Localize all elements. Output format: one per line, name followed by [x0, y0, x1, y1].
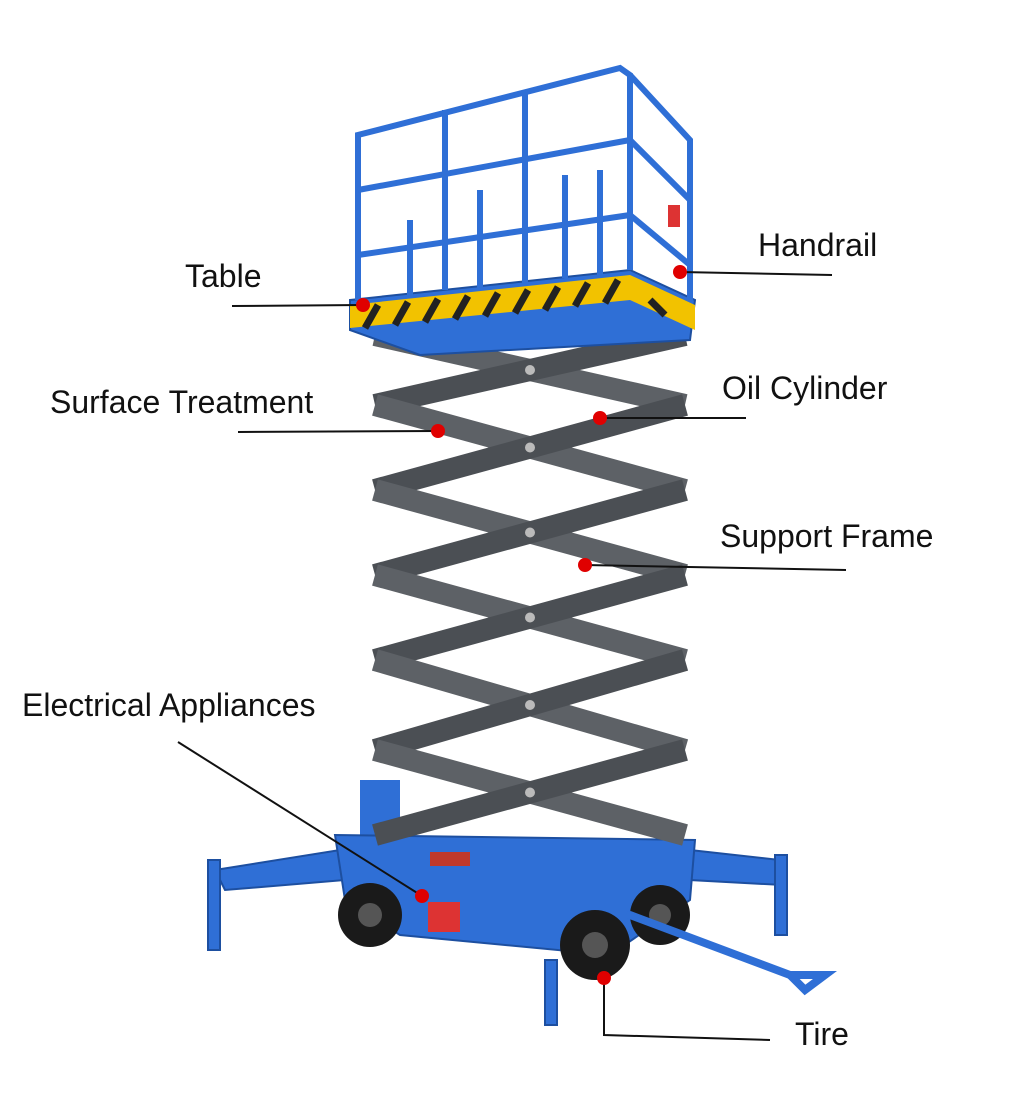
- marker-support-frame: [578, 558, 592, 572]
- handrail-frame: [355, 64, 693, 300]
- control-box: [668, 205, 680, 227]
- scissor-arms: [371, 324, 689, 846]
- electrical-box-sticker: [428, 902, 460, 932]
- marker-tire: [597, 971, 611, 985]
- label-handrail: Handrail: [758, 227, 878, 263]
- label-surface-treatment: Surface Treatment: [50, 384, 314, 420]
- scissor-pin: [525, 527, 535, 538]
- marker-handrail: [673, 265, 687, 279]
- label-support-frame: Support Frame: [720, 518, 934, 554]
- scissor-pin: [525, 442, 535, 453]
- scissor-pin: [525, 787, 535, 798]
- marker-table: [356, 298, 370, 312]
- label-tire: Tire: [795, 1016, 849, 1052]
- leader-line-electrical-appliances: [177, 741, 423, 897]
- label-electrical-appliances: Electrical Appliances: [22, 687, 316, 723]
- leader-line-handrail: [679, 271, 833, 276]
- leader-line-tire: [603, 978, 771, 1041]
- label-table: Table: [185, 258, 262, 294]
- leader-line-table: [231, 304, 364, 307]
- scissor-pin: [525, 700, 535, 710]
- label-oil-cylinder: Oil Cylinder: [722, 370, 888, 406]
- leader-line-support-frame: [584, 564, 847, 571]
- marker-electrical-appliances: [415, 889, 429, 903]
- tow-handle: [626, 911, 837, 996]
- leader-lines: [177, 271, 847, 1041]
- leader-line-surface-treatment: [237, 430, 439, 433]
- scissor-pin: [525, 612, 535, 623]
- scissor-pin: [525, 365, 535, 375]
- marker-surface-treatment: [431, 424, 445, 438]
- outriggers: [207, 848, 788, 1026]
- markers: [356, 265, 687, 985]
- marker-oil-cylinder: [593, 411, 607, 425]
